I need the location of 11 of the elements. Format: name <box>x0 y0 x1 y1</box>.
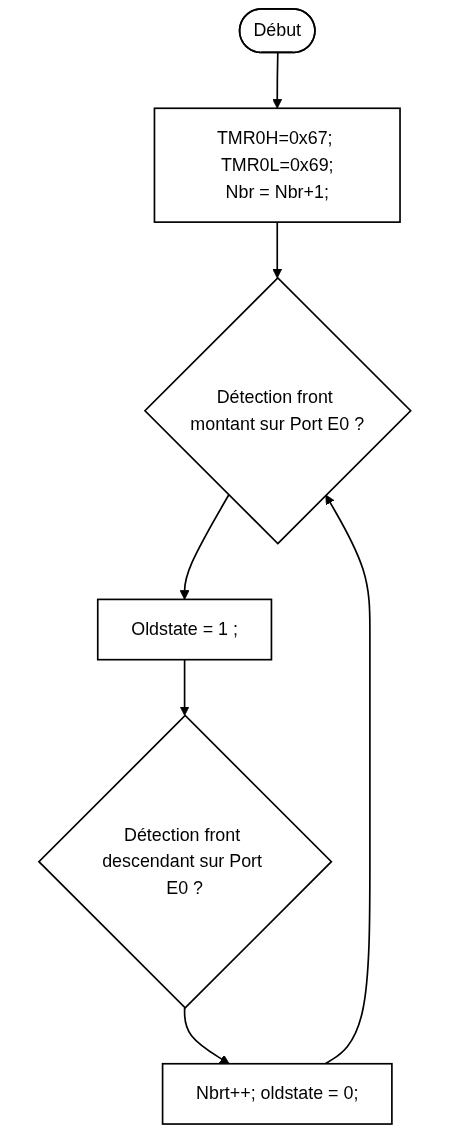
node-diamond: Détection front montant sur Port E0 ? <box>143 276 412 545</box>
node-box: TMR0H=0x67; TMR0L=0x69; Nbr = Nbr+1; <box>153 107 401 223</box>
arrow <box>272 52 282 109</box>
arrow <box>179 494 230 600</box>
arrow <box>324 494 371 1065</box>
arrow <box>272 221 282 279</box>
arrow <box>179 658 190 716</box>
node-diamond: Détection front descendant sur Port E0 ? <box>37 714 333 1010</box>
arrow <box>183 1007 230 1065</box>
node-box: Oldstate = 1 ; <box>96 598 272 661</box>
node-box: Nbrt++; oldstate = 0; <box>161 1062 393 1125</box>
